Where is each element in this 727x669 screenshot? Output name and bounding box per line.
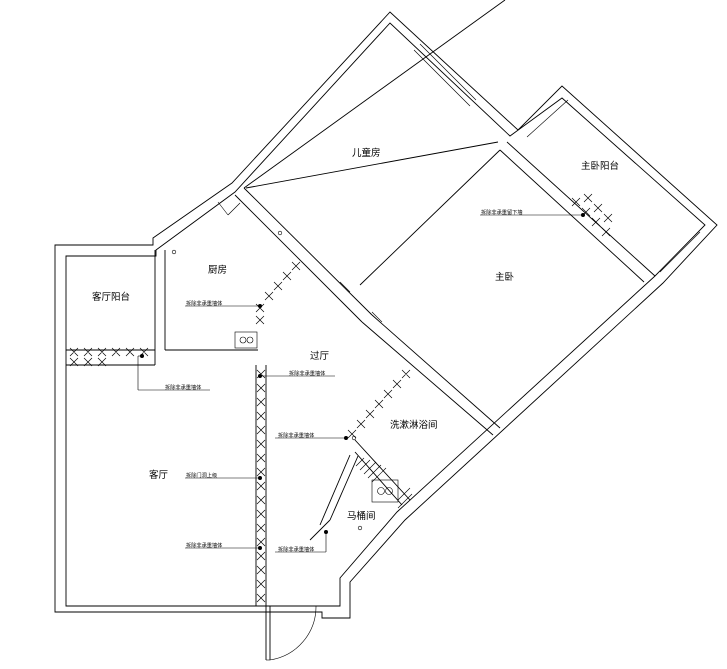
label-master-bedroom: 主卧 [495,271,515,283]
label-children-room: 儿童房 [352,147,381,159]
note-door-lintel: 拆除门洞上级 [186,471,217,479]
note-hall-remove-wall: 拆除非承重墙体 [289,369,326,377]
label-hallway: 过厅 [310,350,330,362]
note-balcony-remove-wall: 拆除非承重墙体 [165,383,202,391]
note-master-remove-wall: 拆除非承重留下墙 [481,208,523,216]
label-shower-room: 洗漱淋浴间 [390,419,438,431]
demolition-marks [69,193,613,603]
kitchen-sink [234,331,258,349]
note-living-remove-wall: 拆除非承重墙体 [186,541,223,549]
washbasin [371,479,399,503]
leader-lines [137,213,585,553]
note-kitchen-remove-wall: 拆除非承重墙体 [186,299,223,307]
label-toilet-room: 马桶间 [347,510,376,522]
note-toilet-remove-wall: 拆除非承重墙体 [278,545,315,553]
room-labels: 儿童房 主卧阳台 主卧 厨房 客厅阳台 过厅 洗漱淋浴间 客厅 马桶间 [92,147,619,522]
entry-door [265,605,317,661]
toilet-hatching [355,457,413,509]
label-living-room: 客厅 [149,469,169,481]
outer-walls [54,11,718,619]
interior-walls [66,0,701,606]
label-living-balcony: 客厅阳台 [92,291,130,303]
label-master-balcony: 主卧阳台 [581,160,619,172]
annotations: 拆除非承重留下墙 拆除非承重墙体 拆除非承重墙体 拆除非承重墙体 拆除非承重墙体… [165,208,523,553]
label-kitchen: 厨房 [208,264,227,276]
note-shower-remove-wall: 拆除非承重墙体 [278,431,315,439]
